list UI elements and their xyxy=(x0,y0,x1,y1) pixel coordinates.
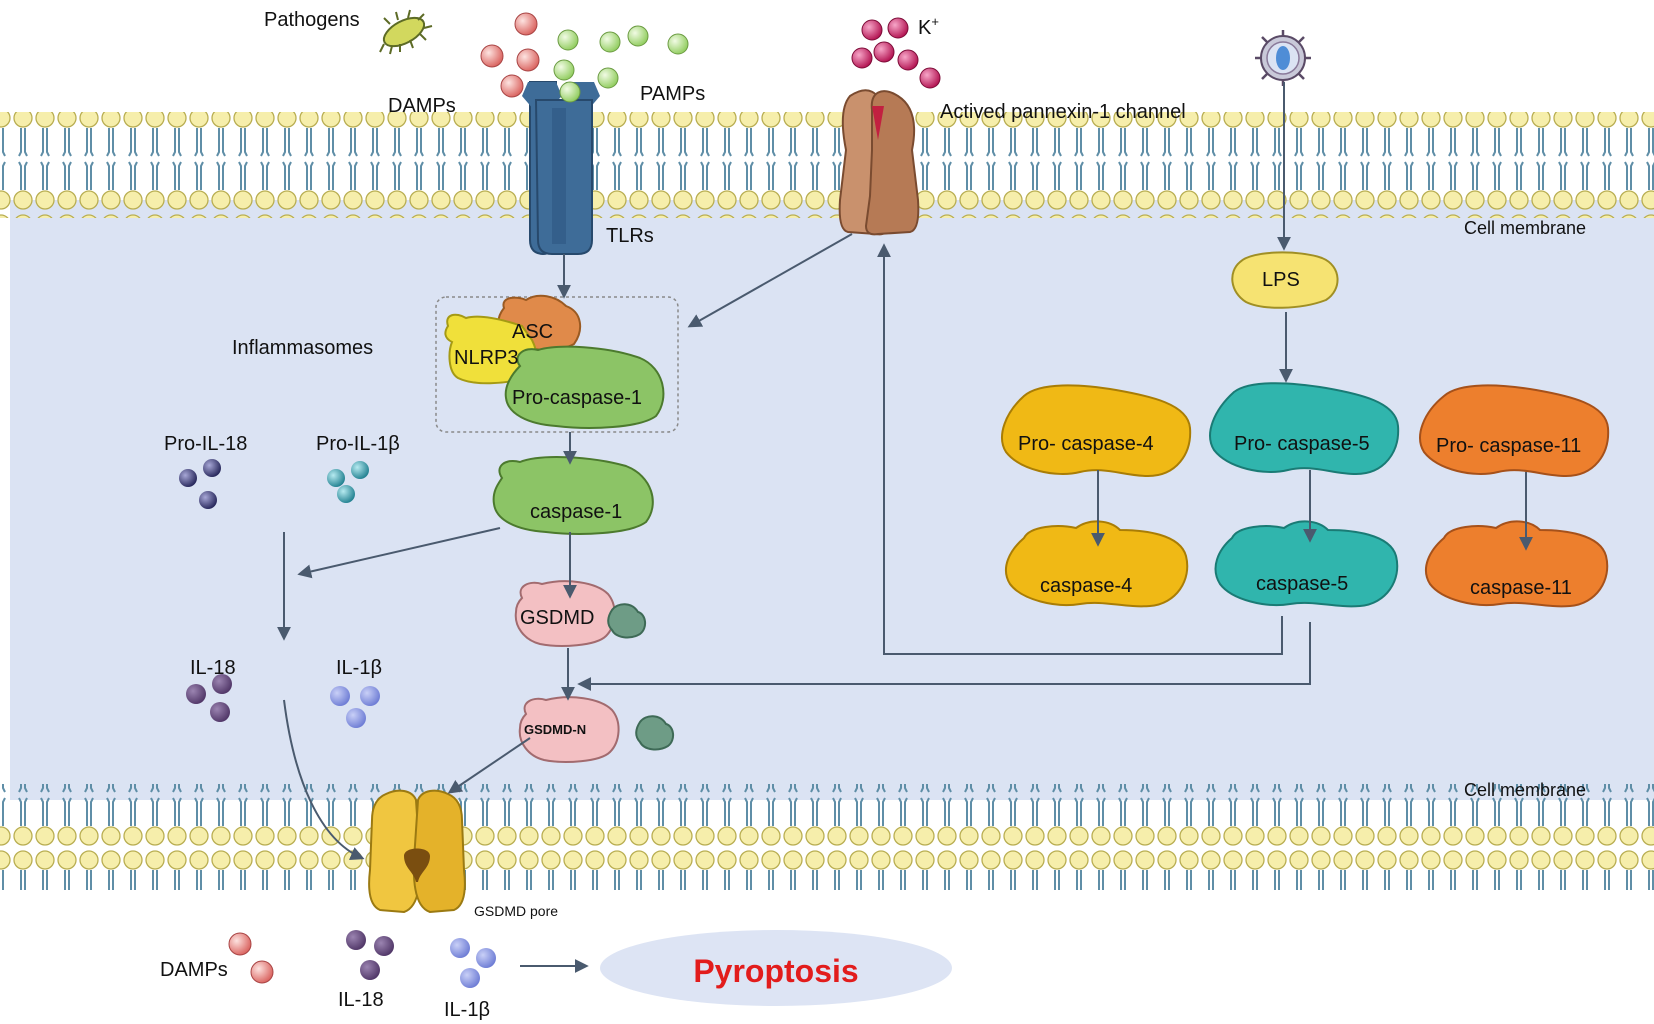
cell-membrane-bottom-bilayer xyxy=(0,784,1654,890)
label-tlrs: TLRs xyxy=(606,225,654,247)
label-pro-caspase-5: Pro- caspase-5 xyxy=(1234,433,1370,455)
il1b-bottom-molecules xyxy=(450,938,496,988)
label-k-ion: K+ xyxy=(918,14,939,39)
pro-il1b-molecules xyxy=(327,461,369,503)
gsdmd-protein xyxy=(514,580,616,647)
gsdmd-c-fragment xyxy=(607,603,646,639)
label-caspase-11: caspase-11 xyxy=(1470,577,1572,599)
gsdmd-pore xyxy=(368,789,466,914)
cell-membrane-top-bilayer xyxy=(0,112,1654,218)
arrow-caspase-5-to-gsdmd xyxy=(577,622,1311,691)
pyroptosis-ellipse xyxy=(600,930,952,1006)
label-il1b-bottom: IL-1β xyxy=(444,999,490,1021)
label-il18-mid: IL-18 xyxy=(190,657,236,679)
arrow-gsdmd-n-to-pore xyxy=(447,737,531,794)
il1b-molecules xyxy=(330,686,380,728)
il18-molecules xyxy=(186,674,232,722)
arrow-caspase-1-to-il-processing xyxy=(297,527,501,579)
label-cell-membrane-top: Cell membrane xyxy=(1464,218,1586,238)
label-lps: LPS xyxy=(1262,269,1300,291)
label-inflammasomes: Inflammasomes xyxy=(232,337,373,359)
caspase-1-protein xyxy=(492,456,654,535)
label-caspase-4: caspase-4 xyxy=(1040,575,1132,597)
label-gsdmd-n: GSDMD-N xyxy=(524,722,586,737)
caspase-5-protein xyxy=(1214,520,1399,608)
label-cell-membrane-bottom: Cell membrane xyxy=(1464,780,1586,800)
pro-caspase-5-protein xyxy=(1209,382,1400,476)
pamps-molecules xyxy=(553,25,689,103)
caspase-4-protein xyxy=(1005,520,1189,608)
label-pyroptosis: Pyroptosis xyxy=(693,953,858,989)
virus-lps-source-icon xyxy=(1255,30,1311,86)
label-pathogens: Pathogens xyxy=(264,9,360,31)
damps-bottom-molecules xyxy=(228,932,274,984)
label-pro-il1b: Pro-IL-1β xyxy=(316,433,400,455)
label-nlrp3: NLRP3 xyxy=(454,347,518,369)
label-gsdmd: GSDMD xyxy=(520,607,594,629)
arrow-il-to-pore xyxy=(283,699,365,861)
label-pro-caspase-4: Pro- caspase-4 xyxy=(1018,433,1154,455)
label-caspase-1: caspase-1 xyxy=(530,501,622,523)
pro-il18-molecules xyxy=(179,459,221,509)
pro-caspase-11-protein xyxy=(1419,384,1610,478)
label-caspase-5: caspase-5 xyxy=(1256,573,1348,595)
pro-caspase-1-protein xyxy=(504,345,665,429)
label-pannexin-channel: Actived pannexin-1 channel xyxy=(940,101,1186,123)
label-pro-caspase-1: Pro-caspase-1 xyxy=(512,387,642,409)
il18-bottom-molecules xyxy=(346,930,394,980)
label-asc: ASC xyxy=(512,321,553,343)
damps-top-molecules xyxy=(480,12,540,98)
arrow-pannexin-to-inflammasome xyxy=(687,233,853,328)
cytoplasm xyxy=(10,200,1654,800)
gsdmd-n-protein xyxy=(518,696,620,763)
potassium-ions xyxy=(851,17,941,89)
label-il18-bottom: IL-18 xyxy=(338,989,384,1011)
label-pamps: PAMPs xyxy=(640,83,705,105)
lps-molecule xyxy=(1231,251,1339,309)
label-pro-il18: Pro-IL-18 xyxy=(164,433,247,455)
pathway-arrows xyxy=(277,82,1533,973)
gsdmd-cleaved-fragment xyxy=(635,715,674,751)
label-pro-caspase-11: Pro- caspase-11 xyxy=(1436,435,1581,457)
label-damps-bottom: DAMPs xyxy=(160,959,228,981)
caspase-11-protein xyxy=(1425,520,1609,608)
label-il1b-mid: IL-1β xyxy=(336,657,382,679)
pannexin-1-channel xyxy=(838,89,920,236)
label-damps-top: DAMPs xyxy=(388,95,456,117)
pro-caspase-4-protein xyxy=(1001,384,1192,478)
pathogen-icon xyxy=(379,9,433,55)
label-gsdmd-pore: GSDMD pore xyxy=(474,903,558,919)
arrow-caspase-5-to-pannexin xyxy=(877,243,1283,655)
tlr-receptor xyxy=(522,81,600,255)
